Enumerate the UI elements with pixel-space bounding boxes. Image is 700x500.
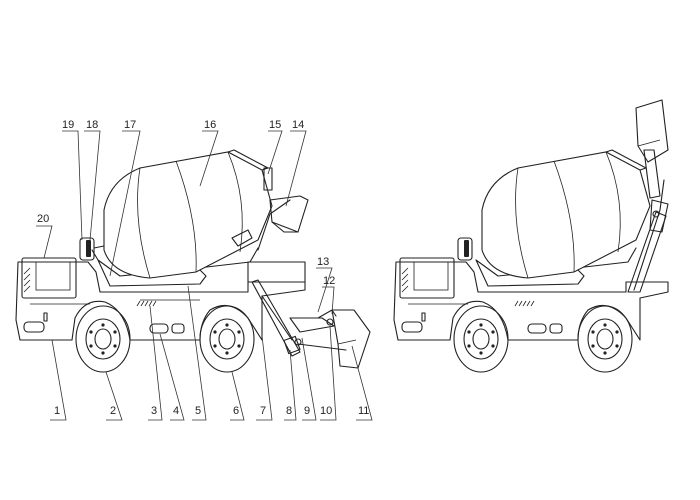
left-front-wheel <box>199 305 255 373</box>
left-mixer-drum <box>103 149 273 279</box>
label-17: 17 <box>124 119 136 131</box>
right-bucket <box>635 99 669 163</box>
label-5: 5 <box>195 405 201 417</box>
label-14: 14 <box>292 119 304 131</box>
left-drum-frame <box>97 259 207 287</box>
label-15: 15 <box>269 119 281 131</box>
left-loader-arm <box>251 279 347 357</box>
left-step-mid <box>149 323 169 334</box>
right-rear-wheel <box>453 305 509 373</box>
right-truck <box>393 99 669 373</box>
left-truck <box>15 149 371 373</box>
label-18: 18 <box>86 119 98 131</box>
label-11: 11 <box>358 405 369 417</box>
right-cab-box <box>399 257 455 299</box>
left-cab-box <box>21 257 77 299</box>
left-cab-vents <box>23 267 31 293</box>
right-mixer-drum <box>481 149 651 279</box>
left-side-tank <box>247 261 306 283</box>
label-12: 12 <box>323 275 335 287</box>
label-19: 19 <box>62 119 74 131</box>
right-front-wheel <box>577 305 633 373</box>
left-rear-wheel <box>75 305 131 373</box>
label-9: 9 <box>304 405 310 417</box>
label-2: 2 <box>110 405 116 417</box>
label-8: 8 <box>286 405 292 417</box>
label-7: 7 <box>260 405 266 417</box>
label-16: 16 <box>204 119 216 131</box>
leader-lines <box>36 130 373 421</box>
callout-labels: 1 2 3 4 5 6 7 8 9 10 11 12 13 14 15 16 1… <box>37 119 369 417</box>
label-13: 13 <box>317 256 329 268</box>
label-4: 4 <box>173 405 179 417</box>
label-1: 1 <box>54 405 60 417</box>
right-loader-arm <box>627 149 669 293</box>
left-step-front <box>23 321 45 333</box>
label-3: 3 <box>151 405 157 417</box>
left-steering-wheel <box>79 237 105 261</box>
label-10: 10 <box>320 405 332 417</box>
label-6: 6 <box>233 405 239 417</box>
label-20: 20 <box>37 213 49 225</box>
left-chute <box>257 167 309 251</box>
left-bucket <box>331 309 371 369</box>
right-steering-wheel <box>457 237 473 261</box>
left-grill <box>136 300 157 307</box>
